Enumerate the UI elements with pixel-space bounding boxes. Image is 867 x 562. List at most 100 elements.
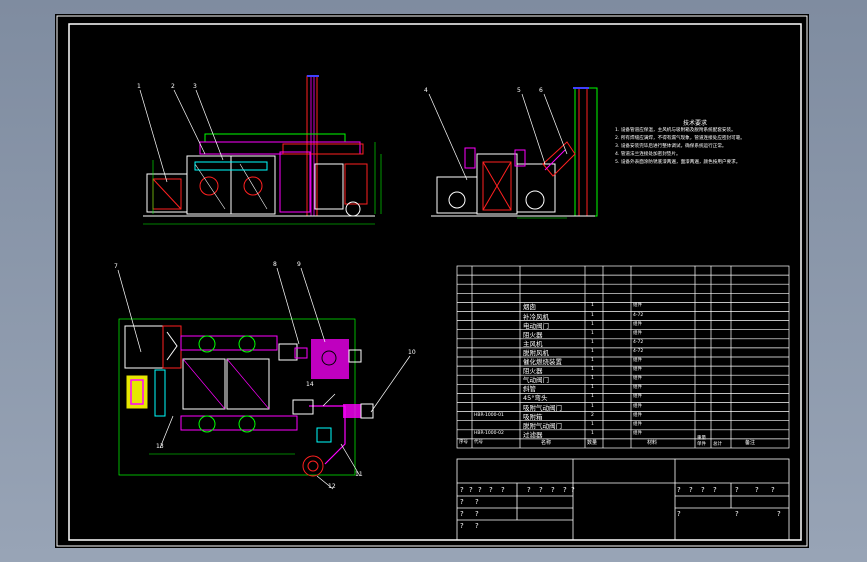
tech-note-line: 4. 管道法兰连接处加密封垫片。	[615, 152, 681, 157]
bom-header-unit: 单件	[697, 441, 706, 447]
title-block-grid	[456, 458, 790, 541]
balloon-7: 7	[114, 263, 118, 270]
balloon-12: 12	[328, 483, 336, 490]
bom-name: 斜管	[523, 385, 536, 394]
bom-material: 组件	[633, 358, 642, 363]
bom-name: 主风机	[523, 339, 543, 348]
bom-qty: 1	[591, 330, 594, 336]
balloon-11: 11	[355, 471, 363, 478]
bom-code: HBR-1000-02	[474, 430, 504, 436]
title-mark: ?	[539, 486, 543, 494]
bom-name: 吸附气动阀门	[523, 403, 562, 412]
outer-border	[56, 15, 808, 547]
bom-header-remark: 备注	[745, 439, 756, 446]
title-mark: ?	[460, 522, 464, 530]
bom-qty: 1	[591, 394, 594, 400]
bom-header-code: 代号	[474, 439, 483, 445]
title-mark: ?	[489, 486, 493, 494]
bom-header-qty: 数量	[587, 439, 598, 446]
bom-material: 4-72	[633, 312, 644, 318]
bom-material: 组件	[633, 430, 642, 436]
title-mark: ?	[460, 510, 464, 518]
tech-notes-title: 技术要求	[682, 120, 707, 127]
title-mark: ?	[475, 510, 479, 518]
bom-qty: 1	[591, 321, 594, 327]
bom-material: 组件	[633, 330, 642, 336]
bom-code: HBR-1000-01	[474, 412, 504, 418]
title-mark: ?	[527, 486, 531, 494]
bom-qty: 1	[591, 421, 594, 427]
bom-qty: 1	[591, 358, 594, 363]
bom-qty: 1	[591, 430, 594, 436]
title-mark: ?	[755, 486, 759, 494]
plan-view	[117, 267, 411, 490]
tech-note-line: 1. 设备管道应保温，主风机与吸附箱及脱附系统配套安装。	[615, 128, 736, 133]
bom-qty: 1	[591, 303, 594, 309]
bom-name: 脱附气动阀门	[523, 421, 562, 430]
bom-qty: 1	[591, 312, 594, 318]
title-mark: ?	[777, 510, 781, 518]
title-mark: ?	[713, 486, 717, 494]
bom-material: 组件	[633, 421, 642, 427]
bom-name: 气动阀门	[523, 376, 549, 385]
bom-name: 吸附箱	[523, 412, 543, 421]
balloon-6: 6	[539, 87, 543, 94]
bom-material: 组件	[633, 412, 642, 418]
title-mark: ?	[677, 510, 681, 518]
bom-material: 组件	[633, 394, 642, 400]
balloon-5: 5	[517, 87, 521, 94]
bom-qty: 1	[591, 339, 594, 345]
title-mark: ?	[563, 486, 567, 494]
title-mark: ?	[735, 486, 739, 494]
bom-header-total: 总计	[713, 441, 722, 447]
bom-header-name: 名称	[541, 439, 552, 446]
title-mark: ?	[501, 486, 505, 494]
title-mark: ?	[677, 486, 681, 494]
title-mark: ?	[689, 486, 693, 494]
front-elevation-view	[139, 75, 382, 225]
tech-note-line: 2. 所有焊缝应满焊，不得有漏气现象，管道连接处应密封可靠。	[615, 136, 745, 141]
balloon-3: 3	[193, 83, 197, 90]
bom-qty: 1	[591, 367, 594, 373]
balloon-4: 4	[424, 87, 428, 94]
title-mark: ?	[701, 486, 705, 494]
title-mark: ?	[735, 510, 739, 518]
balloon-8: 8	[273, 261, 277, 268]
bom-qty: 1	[591, 403, 594, 409]
bom-header-material: 材料	[647, 439, 658, 446]
title-mark: ?	[469, 486, 473, 494]
bom-material: 组件	[633, 321, 642, 327]
bom-qty: 1	[591, 385, 594, 391]
bom-name: 阻火器	[523, 330, 543, 339]
drawing-canvas	[56, 15, 808, 547]
title-mark: ?	[460, 498, 464, 506]
bom-name: 烟囱	[523, 303, 536, 312]
balloon-1: 1	[137, 83, 141, 90]
bom-name: 催化燃烧装置	[523, 358, 562, 366]
tech-notes-list: 1. 设备管道应保温，主风机与吸附箱及脱附系统配套安装。 2. 所有焊缝应满焊，不…	[615, 127, 795, 167]
bom-material: 组件	[633, 385, 642, 391]
side-elevation-view	[428, 87, 598, 219]
bom-name: 补冷风机	[523, 312, 549, 321]
tech-note-line: 5. 设备外表面涂防锈底漆两遍，面漆两遍，颜色按用户要求。	[615, 160, 741, 165]
bom-qty: 1	[591, 376, 594, 382]
title-mark: ?	[475, 498, 479, 506]
bom-qty: 2	[591, 412, 594, 418]
bom-name: 脱附风机	[523, 348, 549, 357]
bom-material: 4-72	[633, 339, 644, 345]
bom-material: 组件	[633, 403, 642, 409]
balloon-9: 9	[297, 261, 301, 268]
title-mark: ?	[475, 522, 479, 530]
balloon-10: 10	[408, 349, 416, 356]
title-mark: ?	[551, 486, 555, 494]
title-mark: ?	[478, 486, 482, 494]
title-mark: ?	[571, 486, 575, 494]
tech-note-line: 3. 设备安装完毕后进行整体调试，确保系统运行正常。	[615, 144, 727, 149]
balloon-14: 14	[306, 381, 314, 388]
bom-name: 过滤器	[523, 430, 543, 439]
bom-table-grid	[456, 265, 790, 449]
title-mark: ?	[460, 486, 464, 494]
bom-header-weight: 重量	[697, 435, 706, 441]
